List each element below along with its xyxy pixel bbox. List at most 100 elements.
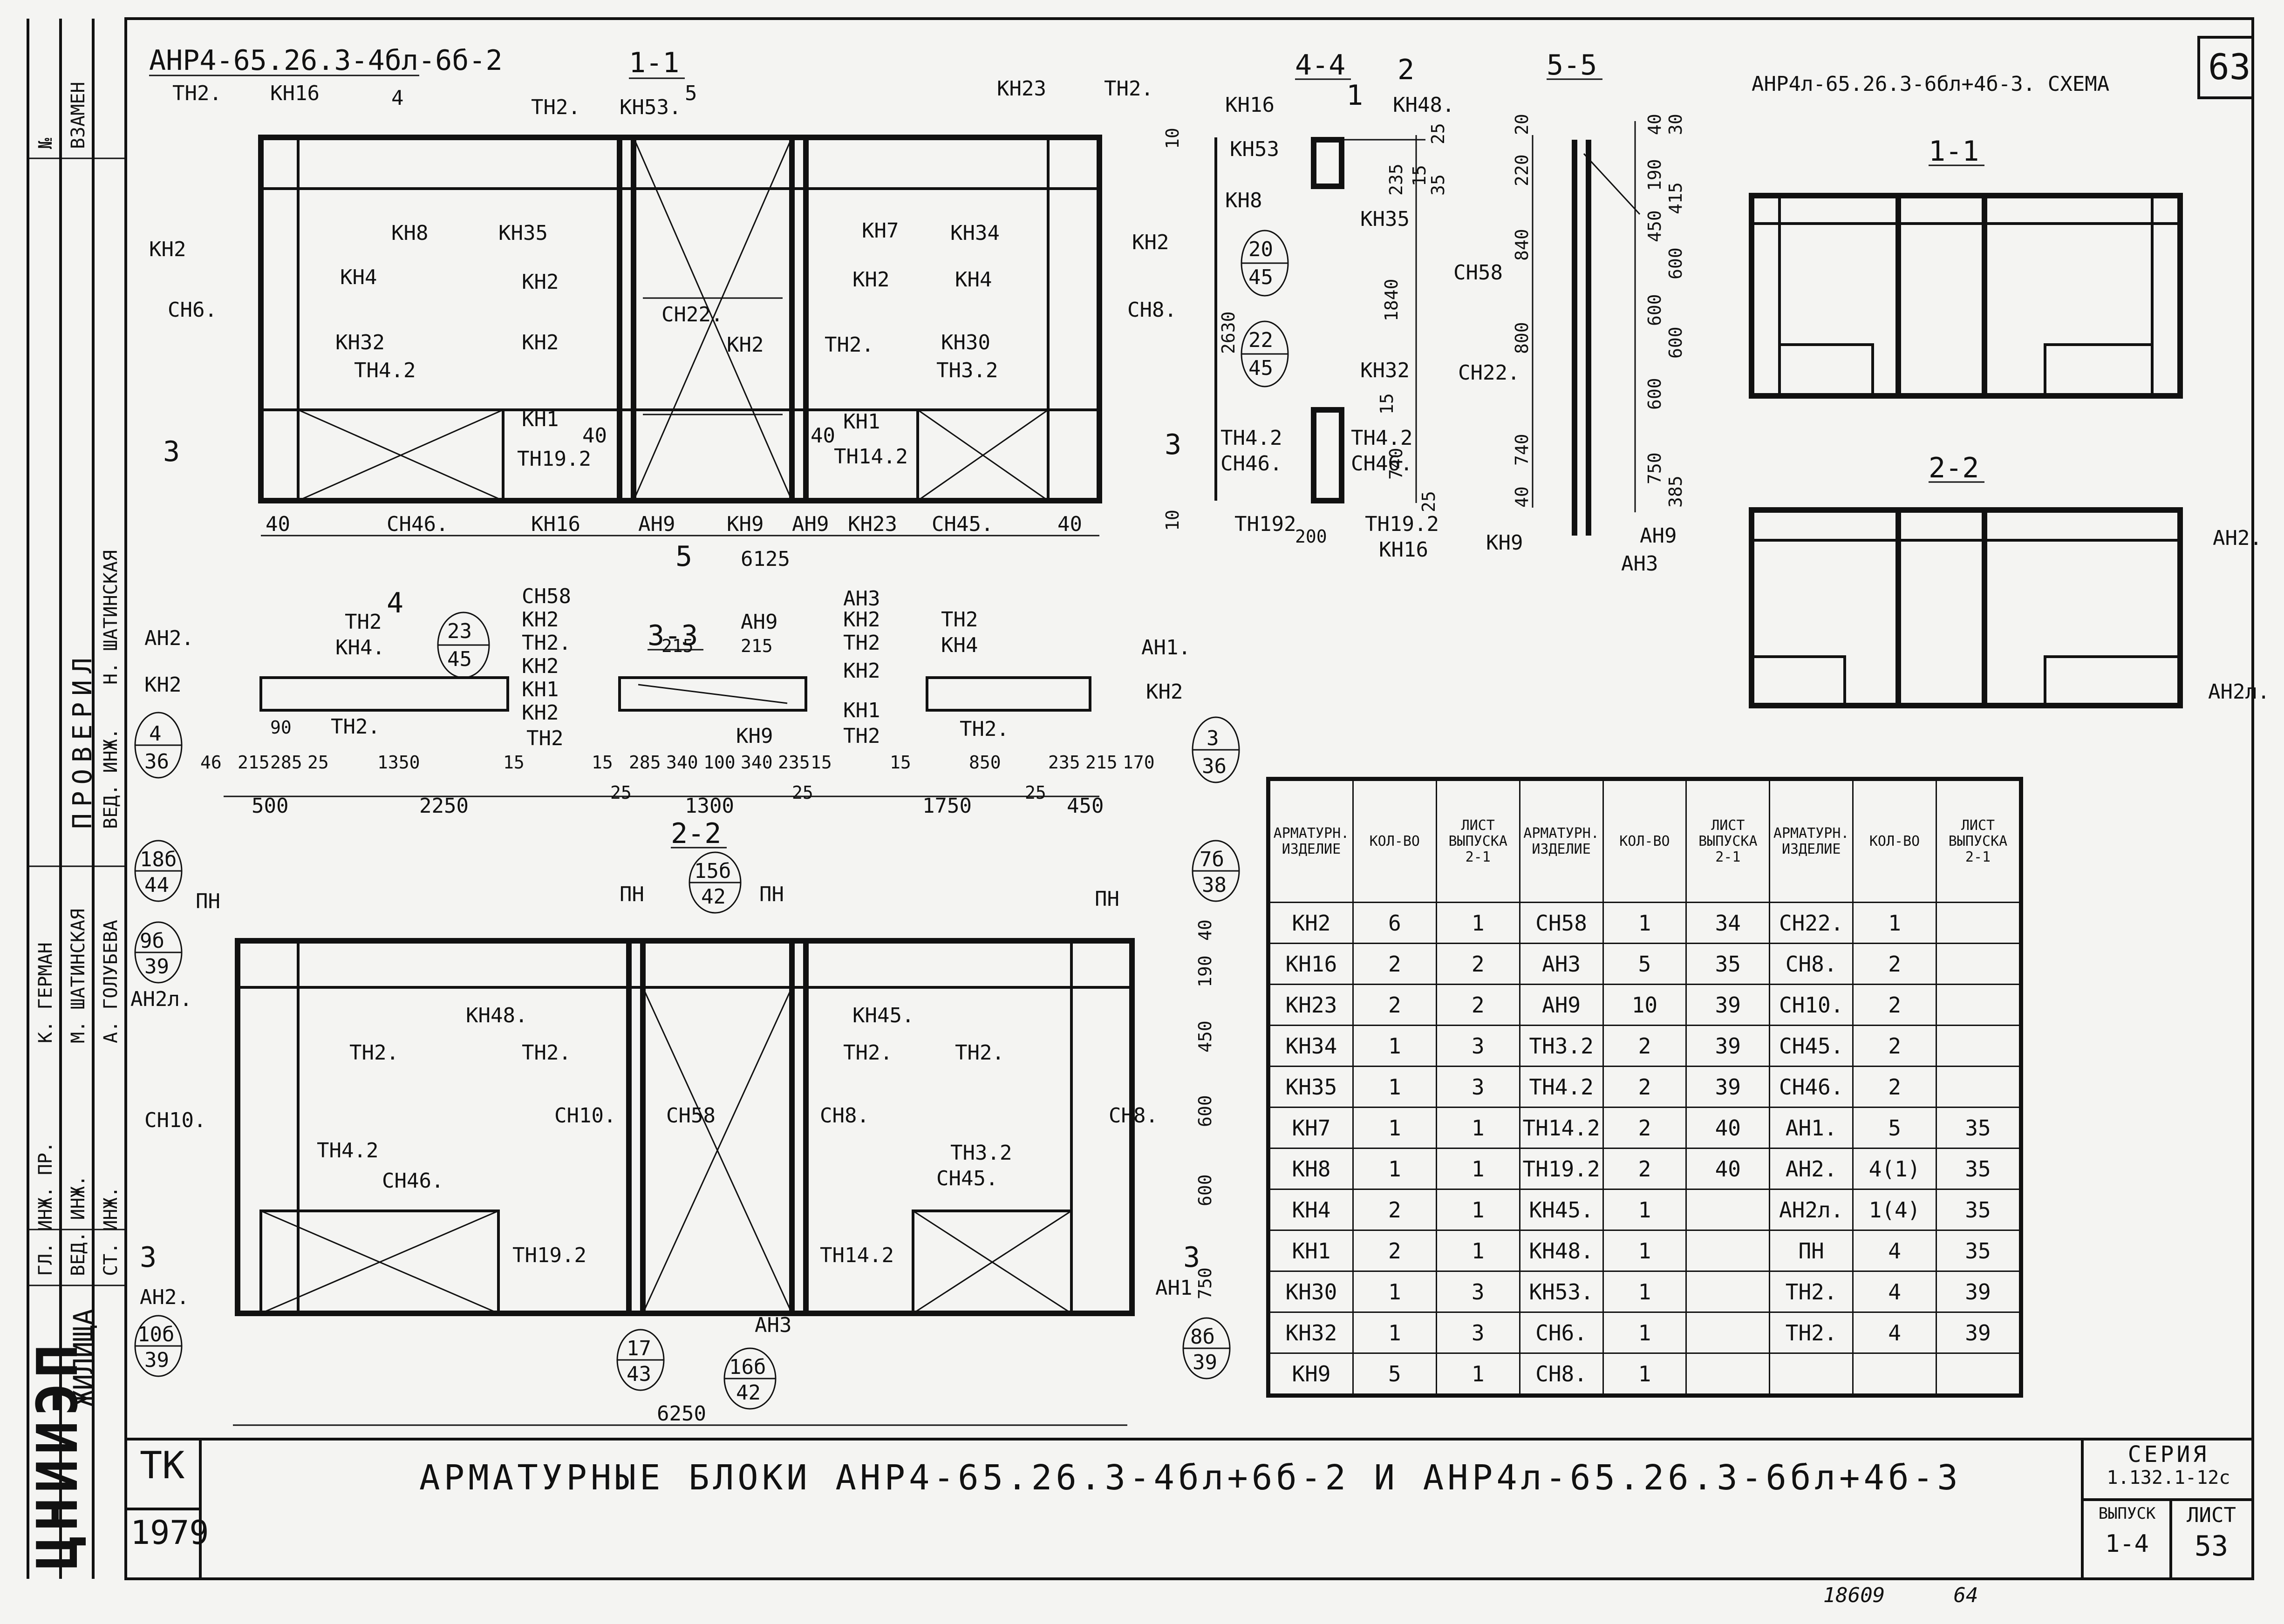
spec-cell <box>1936 1025 2020 1067</box>
s33-label: АН2. <box>144 626 194 650</box>
s44-label: КН35 <box>1360 207 1410 231</box>
strip-role: ВЕД. ИНЖ. <box>68 1175 89 1276</box>
s44-dim: 25 <box>1428 123 1448 144</box>
s33-dim: 340 <box>666 752 698 773</box>
schema-sec2: 2-2 <box>1929 452 1979 484</box>
spec-header: КОЛ-ВО <box>1352 779 1437 904</box>
d1-label: КН9 <box>727 512 764 536</box>
s44-dim: 2630 <box>1218 311 1239 354</box>
spec-cell: 1 <box>1352 1025 1437 1067</box>
s55-dim: 600 <box>1665 326 1686 359</box>
section33-title: 3-3 <box>648 619 698 652</box>
d22-label: КН45. <box>852 1004 914 1027</box>
spec-header: КОЛ-ВО <box>1602 779 1687 904</box>
s33-label: ТН2 <box>941 608 978 632</box>
s55-label: СН22. <box>1458 361 1520 385</box>
spec-cell: СН8. <box>1769 943 1854 985</box>
s44-label: КН8 <box>1225 189 1262 212</box>
d22-label: ТН4.2 <box>317 1139 378 1162</box>
spec-cell: СН6. <box>1519 1311 1604 1354</box>
d22-label: АН2л. <box>130 987 192 1011</box>
d22-circle: 17 <box>627 1337 651 1360</box>
s33-dim: 1300 <box>685 794 734 818</box>
s33-dim: 235 <box>1048 752 1080 773</box>
drawing1-section-mark: 1-1 <box>629 47 679 79</box>
s33-label: ТН2 <box>843 631 880 655</box>
spec-header: АРМАТУРН. ИЗДЕЛИЕ <box>1519 779 1604 904</box>
s33-dim: 215 <box>661 636 694 656</box>
d1-dim: 10 <box>1162 128 1183 149</box>
s33-label: ТН2 <box>526 727 563 750</box>
s33-label: КН2 <box>522 701 559 725</box>
s33-dim: 25 <box>307 752 329 773</box>
s33-dim: 1750 <box>922 794 972 818</box>
d22-label: ТН2. <box>843 1041 893 1065</box>
stamp-issue-label: ВЫПУСК <box>2098 1504 2156 1523</box>
d1-label: КН53. <box>620 95 681 119</box>
stamp-series-label: СЕРИЯ <box>2127 1441 2209 1468</box>
d1-label: КН7 <box>862 219 899 243</box>
s33-dim: 25 <box>792 782 813 803</box>
spec-cell: КН30 <box>1269 1271 1354 1313</box>
s55-dim: 600 <box>1644 378 1665 410</box>
d1-label: КН1 <box>522 408 559 431</box>
s55-dim: 450 <box>1644 210 1665 242</box>
d22-circle: 18б <box>140 848 177 871</box>
s33-dim: 215 <box>238 752 270 773</box>
s33-label: АН3 <box>843 587 880 611</box>
s55-dim: 30 <box>1665 114 1686 135</box>
spec-cell: 1 <box>1435 902 1520 945</box>
s55-dim: 190 <box>1644 159 1665 191</box>
d1-label: КН2 <box>522 331 559 354</box>
s55-dim: 220 <box>1512 154 1532 186</box>
d22-circle: 44 <box>144 873 169 897</box>
spec-cell: 1 <box>1602 1189 1687 1231</box>
s33-circle: 23 <box>447 619 472 643</box>
s55-dim: 600 <box>1665 247 1686 279</box>
drawing22-title: 2-2 <box>671 817 721 850</box>
d22-label: СН10. <box>144 1108 206 1132</box>
s33-dim: 15 <box>592 752 613 773</box>
section33-content: 4 36 23 45 3 36 АН2. ТН2 КН4. КН2 ТН2. С… <box>144 584 1227 818</box>
d22-circle: 42 <box>736 1381 761 1405</box>
schema-title: АНР4л-65.26.3-6бл+4б-3. СХЕМА <box>1752 72 2109 96</box>
spec-cell: 2 <box>1435 943 1520 985</box>
d1-mark: 3 <box>1165 428 1181 461</box>
s44-label: ТН4.2 <box>1351 426 1412 450</box>
s44-circle: 22 <box>1248 328 1273 352</box>
s33-label: КН1 <box>843 699 880 722</box>
s55-label: СН58 <box>1453 261 1503 285</box>
d1-label: КН4 <box>955 268 992 292</box>
d1-label: 40 <box>811 424 835 448</box>
drawing22-labels: ПН ПН ПН ПН АН2л. КН48. КН45. ТН2. ТН2. … <box>130 883 1215 1337</box>
spec-cell: 2 <box>1602 1066 1687 1108</box>
spec-cell: 2 <box>1435 984 1520 1026</box>
spec-cell: КН9 <box>1269 1352 1354 1395</box>
spec-cell <box>1685 1230 1771 1272</box>
s33-label: КН2 <box>1146 680 1183 704</box>
spec-cell: 1 <box>1352 1066 1437 1108</box>
spec-cell: КН4 <box>1269 1189 1354 1231</box>
spec-cell: 4 <box>1852 1230 1937 1272</box>
spec-cell: 2 <box>1352 1230 1437 1272</box>
d1-label: КН8 <box>391 221 428 245</box>
d22-label: СН45. <box>936 1167 998 1190</box>
spec-header: АРМАТУРН. ИЗДЕЛИЕ <box>1269 779 1354 904</box>
spec-cell: 2 <box>1352 1189 1437 1231</box>
d22-label: ПН <box>196 890 220 913</box>
d22-label: ТН2. <box>522 1041 571 1065</box>
spec-cell: СН10. <box>1769 984 1854 1026</box>
d1-label: 5 <box>685 82 697 105</box>
s44-circle: 45 <box>1248 265 1273 289</box>
s44-circle: 20 <box>1248 238 1273 261</box>
d22-circle: 38 <box>1202 873 1227 897</box>
s33-dim: 2250 <box>419 794 469 818</box>
spec-cell: 1 <box>1352 1107 1437 1149</box>
d22-circle: 16б <box>729 1355 766 1379</box>
d22-circle: 39 <box>1193 1351 1217 1374</box>
